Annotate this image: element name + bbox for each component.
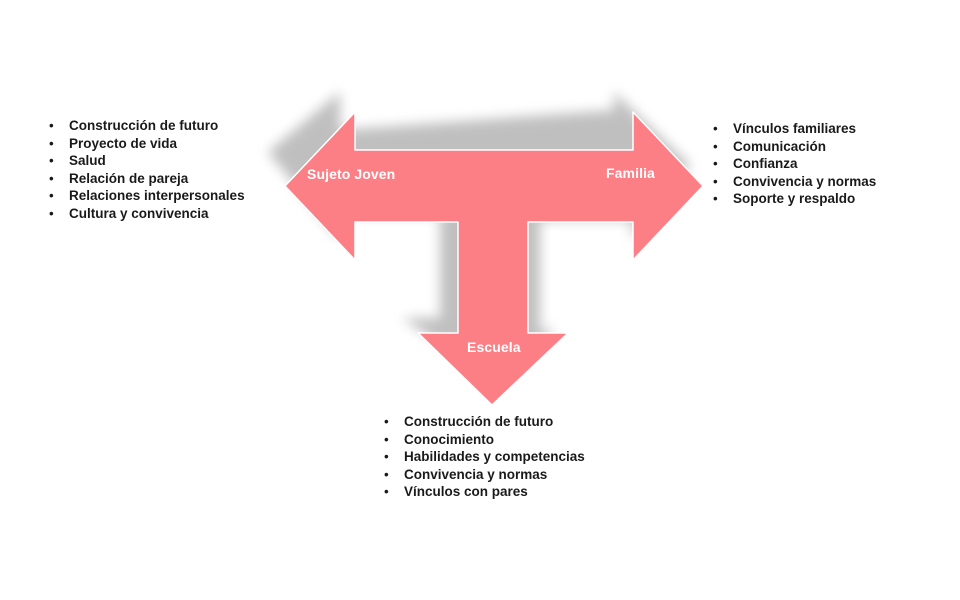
list-item: Cultura y convivencia (49, 205, 245, 223)
arrow-label-sujeto-joven: Sujeto Joven (307, 166, 396, 182)
t-arrow (284, 111, 704, 406)
list-item: Relaciones interpersonales (49, 187, 245, 205)
list-item: Vínculos familiares (713, 120, 876, 138)
list-item: Soporte y respaldo (713, 190, 876, 208)
arrow-label-familia: Familia (606, 165, 655, 181)
list-item: Construcción de futuro (49, 117, 245, 135)
list-item: Construcción de futuro (384, 413, 585, 431)
list-item: Salud (49, 152, 245, 170)
list-item: Convivencia y normas (713, 173, 876, 191)
list-item: Relación de pareja (49, 170, 245, 188)
list-item: Habilidades y competencias (384, 448, 585, 466)
list-item: Convivencia y normas (384, 466, 585, 484)
list-item: Conocimiento (384, 431, 585, 449)
familia-list: Vínculos familiares Comunicación Confian… (713, 120, 876, 208)
escuela-list: Construcción de futuro Conocimiento Habi… (384, 413, 585, 501)
list-item: Comunicación (713, 138, 876, 156)
list-item: Proyecto de vida (49, 135, 245, 153)
list-item: Vínculos con pares (384, 483, 585, 501)
arrow-label-escuela: Escuela (467, 339, 521, 355)
sujeto-joven-list: Construcción de futuro Proyecto de vida … (49, 117, 245, 223)
list-item: Confianza (713, 155, 876, 173)
